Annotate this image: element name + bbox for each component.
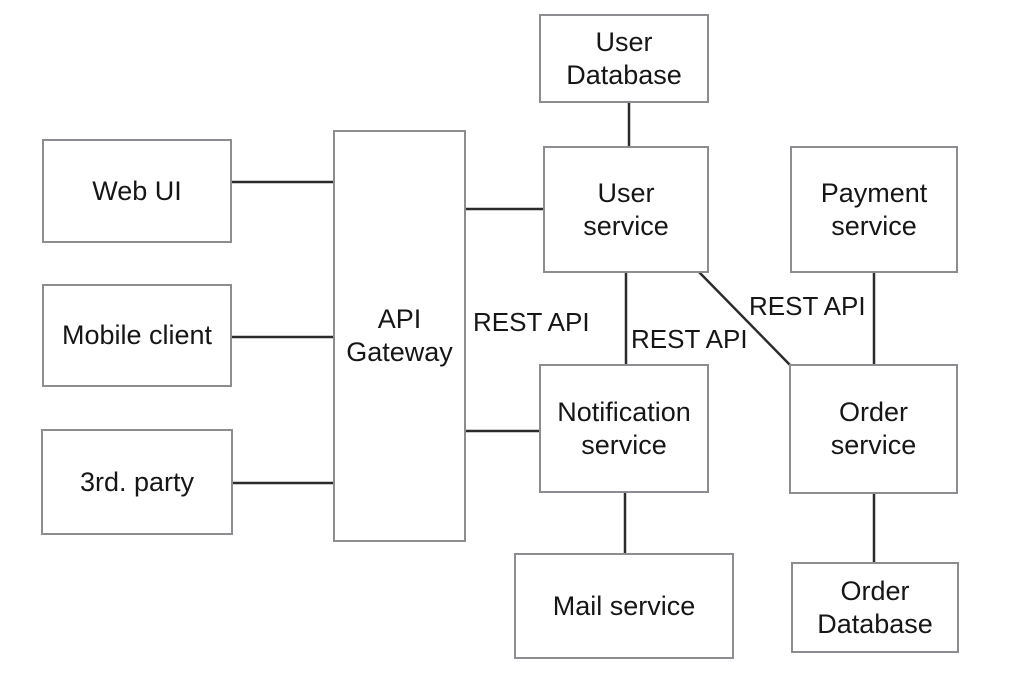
edge-user-service-to-order-service xyxy=(698,271,792,367)
node-payment-service: Payment service xyxy=(790,146,958,273)
edge-label-user-to-order-rest-api: REST API xyxy=(749,291,866,321)
node-api-gateway: API Gateway xyxy=(333,130,466,542)
edge-label-api-gateway-rest-api: REST API xyxy=(473,307,590,337)
node-web-ui: Web UI xyxy=(42,139,232,243)
node-third-party: 3rd. party xyxy=(41,429,233,535)
node-user-service: User service xyxy=(543,146,709,273)
node-user-database: User Database xyxy=(539,14,709,103)
node-order-service: Order service xyxy=(789,364,958,494)
node-mail-service: Mail service xyxy=(514,553,734,659)
edge-label-user-to-notification-rest-api: REST API xyxy=(631,324,748,354)
node-order-database: Order Database xyxy=(791,562,959,653)
node-mobile-client: Mobile client xyxy=(42,284,232,387)
node-notification-service: Notification service xyxy=(539,364,709,493)
